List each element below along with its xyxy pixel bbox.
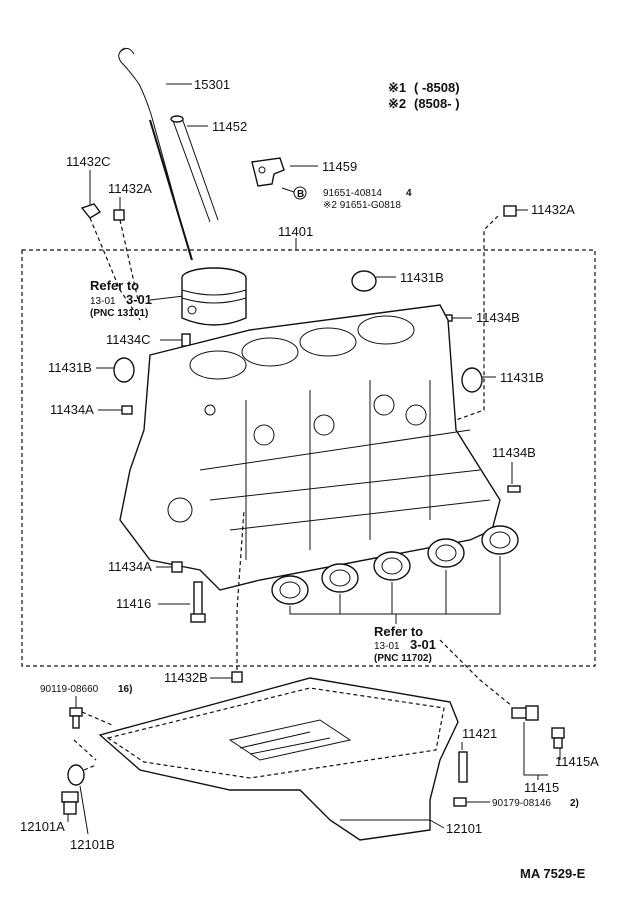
dipstick-guide-icon — [170, 115, 219, 223]
label-91651-G0818: ※2 91651-G0818 — [323, 200, 401, 211]
label-11432C: 11432C — [66, 154, 111, 169]
label-11459: 11459 — [322, 159, 357, 174]
dowel-icon — [181, 333, 191, 347]
bolt-icon — [80, 203, 125, 221]
plug-icon — [503, 205, 517, 217]
bearing-icon — [271, 525, 519, 605]
refer-bearing-title: Refer to — [374, 624, 423, 639]
label-11416: 11416 — [116, 596, 151, 611]
label-11434B-top: 11434B — [476, 310, 520, 325]
label-11401: 11401 — [278, 224, 313, 239]
legend: ※1 ( -8508) ※2 (8508- ) — [388, 80, 460, 111]
refer-bearing-page: 13-01 — [374, 641, 400, 652]
label-11434C: 11434C — [106, 332, 151, 347]
cylinder-block-icon — [119, 304, 501, 591]
pin-left-icon — [121, 405, 133, 415]
legend-range-2: (8508- ) — [414, 96, 460, 111]
label-91651-40814: 91651-40814 — [323, 188, 382, 199]
label-11434B-right: 11434B — [492, 445, 536, 460]
refer-bearing-section: 3-01 — [410, 637, 436, 652]
label-11432A-left: 11432A — [108, 181, 152, 196]
refer-bearing-pnc: (PNC 11702) — [374, 653, 432, 664]
pin-right-icon — [507, 485, 521, 493]
label-90179-08146: 90179-08146 — [492, 798, 551, 809]
refer-piston-pnc: (PNC 13101) — [90, 308, 148, 319]
label-11432A-right: 11432A — [531, 202, 575, 217]
label-11421: 11421 — [462, 726, 497, 741]
bolt-b-marker-icon — [293, 186, 307, 200]
pan-bolt-icon — [69, 707, 83, 729]
refer-piston-page: 13-01 — [90, 296, 116, 307]
refer-piston-section: 3-01 — [126, 292, 152, 307]
label-12101A: 12101A — [20, 819, 65, 834]
label-15301: 15301 — [194, 77, 230, 92]
core-plug-icon — [351, 270, 377, 292]
core-plug-left-icon — [113, 357, 135, 383]
label-11415: 11415 — [524, 780, 559, 795]
block-assembly-frame — [21, 249, 596, 667]
legend-mark-1: ※1 — [388, 80, 406, 95]
label-12101B: 12101B — [70, 837, 115, 852]
nut-icon — [453, 797, 467, 807]
label-11431B-top: 11431B — [400, 270, 444, 285]
bracket-icon — [251, 157, 285, 187]
drain-plug-icon — [61, 764, 85, 815]
label-90179-08146-qty: 2) — [570, 798, 579, 809]
label-90119-08660: 90119-08660 — [40, 684, 99, 695]
legend-mark-2: ※2 — [388, 96, 406, 111]
refer-piston-title: Refer to — [90, 278, 139, 293]
label-11415A: 11415A — [555, 754, 599, 769]
bolt-b-mark: B — [297, 189, 304, 200]
pin-bottom-icon — [171, 561, 183, 573]
label-12101: 12101 — [446, 821, 482, 836]
legend-range-1: ( -8508) — [414, 80, 460, 95]
label-11434A-bottom: 11434A — [108, 559, 152, 574]
label-90119-08660-qty: 16) — [118, 684, 132, 695]
dipstick-icon — [118, 47, 193, 261]
core-plug-right-icon — [461, 367, 483, 393]
label-11431B-right: 11431B — [500, 370, 544, 385]
plug-bottom-icon — [231, 671, 243, 683]
stud-icon — [458, 751, 468, 783]
label-11434A-left: 11434A — [50, 402, 94, 417]
stud-bolt-icon — [190, 581, 206, 623]
label-91651-40814-qty: 4 — [406, 188, 412, 199]
oil-jet-icon — [511, 705, 565, 749]
label-11432B: 11432B — [164, 670, 208, 685]
piston-icon — [181, 267, 247, 326]
label-11431B-left: 11431B — [48, 360, 92, 375]
footer-code: MA 7529-E — [520, 866, 586, 881]
label-11452: 11452 — [212, 119, 247, 134]
oil-pan-icon — [98, 677, 459, 841]
